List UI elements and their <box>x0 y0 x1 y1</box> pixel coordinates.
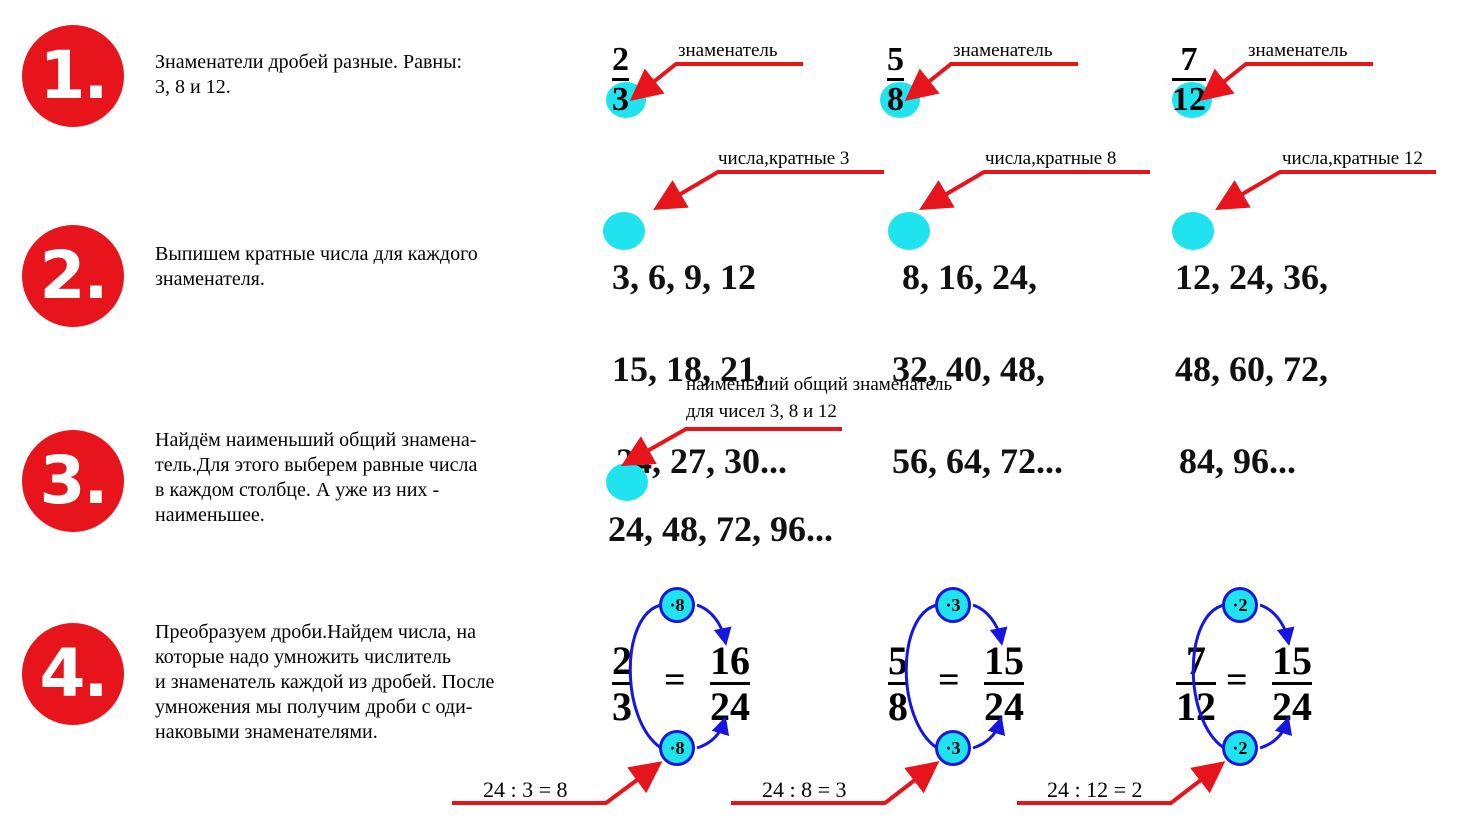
step-3-text: Найдём наименьший общий знамена- тель.Дл… <box>155 429 478 526</box>
multiples-line: 12, 24, 36, <box>1175 254 1328 300</box>
division-text: 24 : 8 = 3 <box>762 777 847 802</box>
multiply-arc <box>1259 603 1295 646</box>
pointer-arrow <box>919 170 1150 211</box>
fraction-bar <box>887 78 904 81</box>
numerator: 2 <box>612 638 632 683</box>
division-text: 24 : 12 = 2 <box>1047 777 1143 802</box>
common-multiples-rest: , 48, 72, 96... <box>644 509 833 549</box>
highlighted-multiple: 8 <box>902 257 920 297</box>
denominator-label: знаменатель <box>953 40 1053 61</box>
multiples-line: 56, 64, 72... <box>892 441 1063 481</box>
multiples-rest: , 6, 9, 12 <box>630 257 756 297</box>
multiplier-top: ·8 <box>659 587 695 623</box>
multiplier-bottom: ·8 <box>659 730 695 766</box>
multiples-line: 48, 60, 72, <box>1175 349 1328 389</box>
step-4-badge: 4. <box>22 623 124 725</box>
denominator: 8 <box>888 684 908 729</box>
step-1-badge: 1. <box>22 25 124 127</box>
step-2-text: Выпишем кратные числа для каждого знамен… <box>155 243 478 290</box>
numerator: 5 <box>887 41 904 78</box>
fraction-1: 2 3 <box>612 41 629 118</box>
fraction-bar <box>1172 78 1206 81</box>
multiples-label: числа,кратные 3 <box>718 148 850 169</box>
lcd-value: 24 <box>608 509 644 549</box>
multiples-label: числа,кратные 8 <box>985 148 1117 169</box>
multiples-line: 32, 40, 48, <box>892 349 1045 389</box>
denominator: 3 <box>612 81 629 118</box>
multiples-line: 84, 96... <box>1179 441 1296 481</box>
numerator: 7 <box>1186 638 1206 683</box>
denominator: 12 <box>1172 81 1206 118</box>
multiples-line: 8, 16, 24, <box>892 254 1063 300</box>
denominator-label: знаменатель <box>678 40 778 61</box>
fraction-bar <box>984 682 1024 685</box>
multiply-arc <box>696 603 732 646</box>
converted-fraction: 15 24 <box>984 638 1024 729</box>
fraction-bar <box>612 682 632 685</box>
converted-fraction: 16 24 <box>710 638 750 729</box>
equals-sign: = <box>664 659 686 701</box>
division-text: 24 : 3 = 8 <box>483 777 568 802</box>
fraction-2: 5 8 <box>887 41 904 118</box>
numerator: 2 <box>612 41 629 78</box>
denominator-label: знаменатель <box>1248 40 1348 61</box>
step-4-text: Преобразуем дроби.Найдем числа, на котор… <box>155 621 495 743</box>
fraction-bar <box>1272 682 1312 685</box>
numerator: 15 <box>1272 638 1312 683</box>
fraction-bar <box>612 78 629 81</box>
denominator: 24 <box>710 684 750 729</box>
numerator: 16 <box>710 638 750 683</box>
denominator: 24 <box>984 684 1024 729</box>
numerator: 15 <box>984 638 1024 683</box>
pointer-arrow <box>1215 170 1436 211</box>
lcd-highlight <box>606 463 648 501</box>
multiplier-bottom: ·2 <box>1222 730 1258 766</box>
multiples-line: 15, 18, 21, <box>612 349 765 389</box>
original-fraction: 2 3 <box>612 638 632 729</box>
denominator: 8 <box>887 81 904 118</box>
equals-sign: = <box>938 659 960 701</box>
multiples-rest: , 16, 24, <box>920 257 1037 297</box>
denominator: 24 <box>1272 684 1312 729</box>
multiplier-top: ·3 <box>935 587 971 623</box>
step-3-badge: 3. <box>22 430 124 532</box>
common-multiples: 24, 48, 72, 96... <box>608 460 833 552</box>
highlighted-multiple: 12 <box>1175 257 1211 297</box>
original-fraction: 7 12 <box>1176 638 1216 729</box>
denominator: 3 <box>612 684 632 729</box>
multiples-line: 3, 6, 9, 12 <box>612 254 787 300</box>
pointer-arrow <box>1199 62 1373 101</box>
fraction-3: 7 12 <box>1172 41 1206 118</box>
pointer-arrow <box>904 62 1078 101</box>
multiple-highlight <box>1172 212 1214 250</box>
highlighted-multiple: 3 <box>612 257 630 297</box>
multiply-arc <box>904 603 938 750</box>
step-1-text: Знаменатели дробей разные. Равны: 3, 8 и… <box>155 51 463 98</box>
step-2-badge: 2. <box>22 225 124 327</box>
multiples-of-12: 12, 24, 36, 48, 60, 72, 84, 96... <box>1175 208 1328 530</box>
equals-sign: = <box>1226 659 1248 701</box>
pointer-arrow <box>629 62 803 101</box>
multiple-highlight <box>603 212 645 250</box>
converted-fraction: 15 24 <box>1272 638 1312 729</box>
multiply-arc <box>972 603 1008 646</box>
pointer-arrow <box>653 170 884 211</box>
denominator: 12 <box>1176 684 1216 729</box>
original-fraction: 5 8 <box>888 638 908 729</box>
multiples-label: числа,кратные 12 <box>1282 148 1423 169</box>
fraction-bar <box>888 682 908 685</box>
multiple-highlight <box>888 212 930 250</box>
lcd-label-line2: для чисел 3, 8 и 12 <box>686 401 837 422</box>
fraction-bar <box>710 682 750 685</box>
multiplier-top: ·2 <box>1222 587 1258 623</box>
multiplier-bottom: ·3 <box>935 730 971 766</box>
numerator: 7 <box>1180 41 1198 78</box>
lcd-label-line1: наименьший общий знаменатель <box>686 374 953 395</box>
multiply-arc <box>628 603 662 750</box>
numerator: 5 <box>888 638 908 683</box>
multiples-rest: , 24, 36, <box>1211 257 1328 297</box>
multiples-of-8: 8, 16, 24, 32, 40, 48, 56, 64, 72... <box>892 208 1063 530</box>
